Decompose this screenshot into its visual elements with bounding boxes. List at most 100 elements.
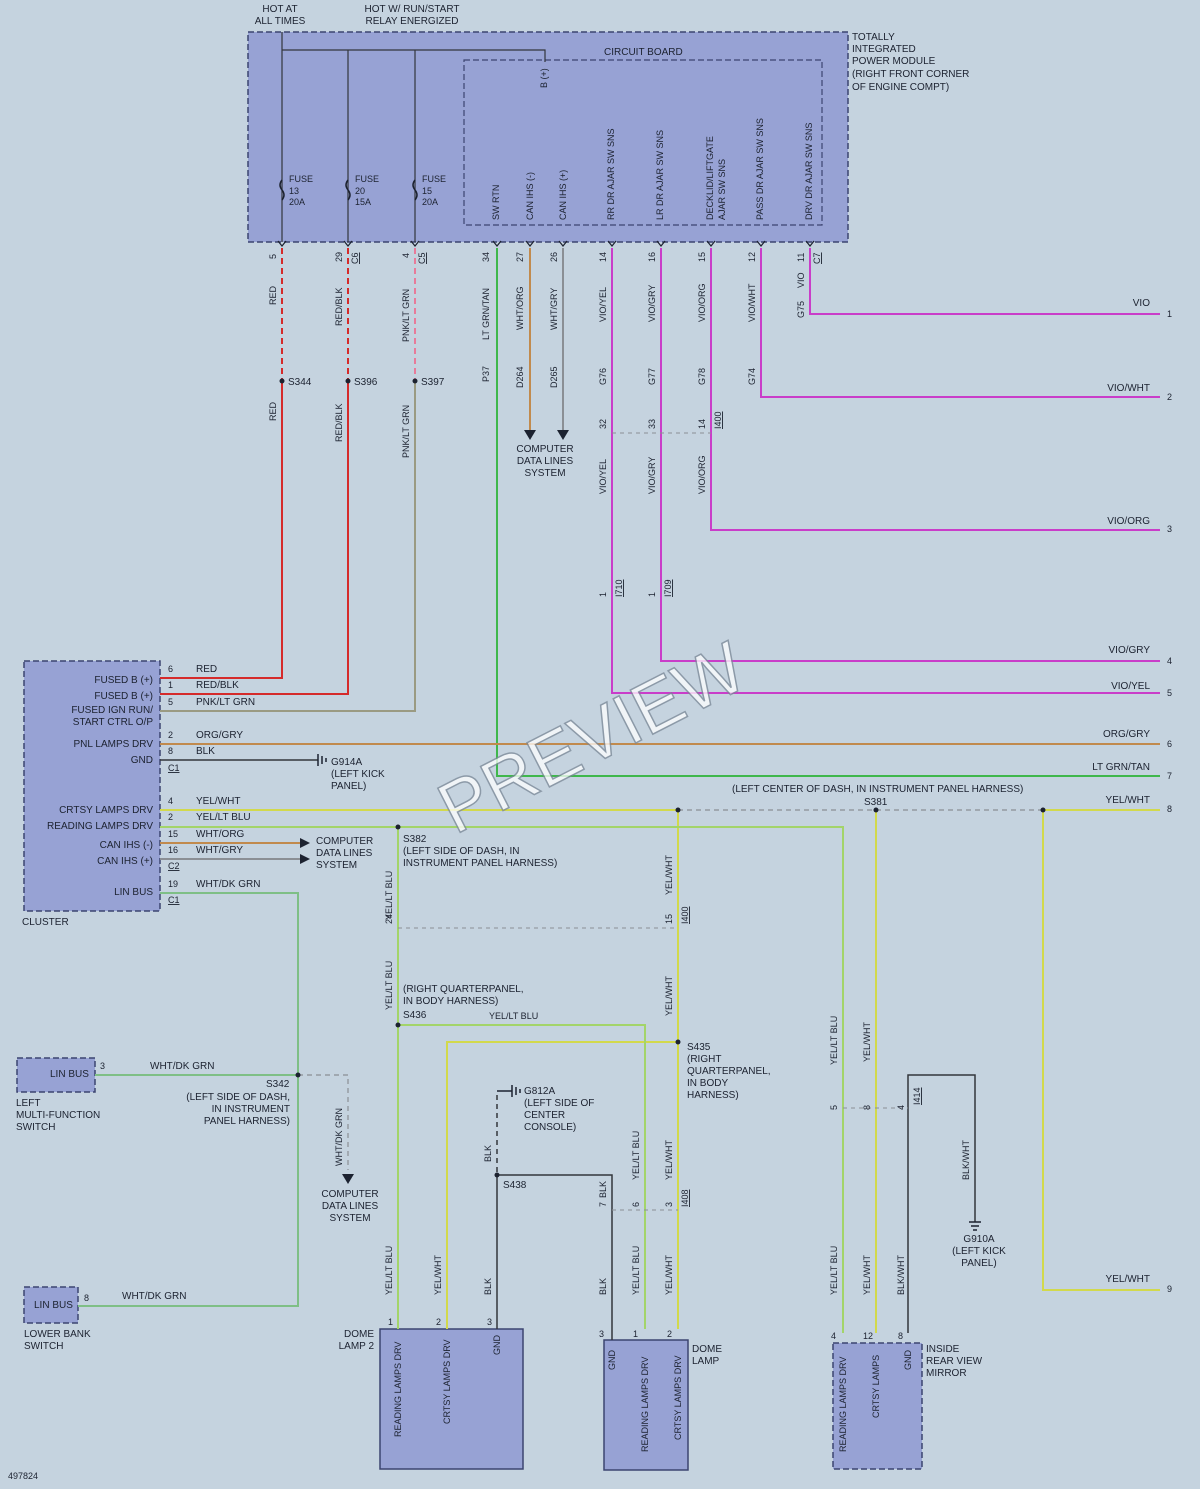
mirror-pins: 4 12 8 xyxy=(831,1331,903,1341)
svg-text:GND: GND xyxy=(492,1335,502,1356)
wires xyxy=(78,32,1160,1340)
svg-text:24: 24 xyxy=(384,914,394,924)
svg-text:S396: S396 xyxy=(354,377,378,388)
svg-text:P37: P37 xyxy=(481,366,491,382)
svg-text:4: 4 xyxy=(1167,656,1172,666)
svg-text:READING LAMPS DRV: READING LAMPS DRV xyxy=(640,1357,650,1452)
dome-lamp-2-labels: READING LAMPS DRV CRTSY LAMPS DRV GND xyxy=(393,1335,502,1438)
svg-text:CRTSY LAMPS DRV: CRTSY LAMPS DRV xyxy=(442,1339,452,1424)
svg-text:YEL/WHT: YEL/WHT xyxy=(664,1139,674,1180)
svg-text:FUSED B (+): FUSED B (+) xyxy=(94,675,153,686)
arrow-down-icon xyxy=(342,1174,354,1184)
svg-text:CRTSY LAMPS DRV: CRTSY LAMPS DRV xyxy=(59,805,153,816)
left-mf-pin: 3 xyxy=(100,1061,105,1071)
circuit-board-label: CIRCUIT BOARD xyxy=(604,47,683,58)
svg-text:VIO/YEL: VIO/YEL xyxy=(598,459,608,494)
cluster-pin-labels: FUSED B (+) FUSED B (+) FUSED IGN RUN/ S… xyxy=(47,675,153,898)
svg-text:READING LAMPS DRV: READING LAMPS DRV xyxy=(838,1357,848,1452)
svg-text:WHT/ORG: WHT/ORG xyxy=(196,829,245,840)
svg-text:VIO/GRY: VIO/GRY xyxy=(1109,645,1151,656)
svg-text:I414: I414 xyxy=(912,1087,922,1105)
svg-text:32: 32 xyxy=(598,419,608,429)
svg-text:G78: G78 xyxy=(697,368,707,385)
wire-labels-top: RED RED/BLK PNK/LT GRN LT GRN/TAN WHT/OR… xyxy=(268,272,806,494)
svg-text:14: 14 xyxy=(598,252,608,262)
svg-text:GND: GND xyxy=(903,1350,913,1371)
svg-text:5: 5 xyxy=(268,254,278,259)
svg-text:12: 12 xyxy=(863,1331,873,1341)
sense-lr-dr: LR DR AJAR SW SNS xyxy=(655,130,665,220)
fuse-icon xyxy=(279,179,285,201)
sense-sw-rtn: SW RTN xyxy=(491,185,501,220)
red-wire xyxy=(160,380,283,679)
arrow-right-icon xyxy=(300,854,310,864)
svg-text:15: 15 xyxy=(664,914,674,924)
svg-text:4: 4 xyxy=(401,253,411,258)
dome-lamp-pins: 3 1 2 xyxy=(599,1329,672,1339)
svg-text:I710: I710 xyxy=(614,579,624,597)
svg-text:15: 15 xyxy=(168,829,178,839)
svg-text:RED/BLK: RED/BLK xyxy=(334,403,344,442)
svg-text:16: 16 xyxy=(647,252,657,262)
svg-text:YEL/WHT: YEL/WHT xyxy=(664,854,674,895)
svg-text:RED: RED xyxy=(196,664,217,675)
svg-text:G77: G77 xyxy=(647,368,657,385)
arrow-right-icon xyxy=(300,838,310,848)
svg-text:C5: C5 xyxy=(417,252,427,264)
svg-text:VIO/ORG: VIO/ORG xyxy=(1107,516,1150,527)
svg-text:VIO: VIO xyxy=(1133,298,1150,309)
svg-text:8: 8 xyxy=(168,746,173,756)
svg-text:7: 7 xyxy=(598,1202,608,1207)
svg-text:YEL/LT BLU: YEL/LT BLU xyxy=(384,1246,394,1295)
svg-text:D264: D264 xyxy=(515,366,525,388)
svg-text:29: 29 xyxy=(334,252,344,262)
svg-text:S435: S435 xyxy=(687,1042,711,1053)
svg-text:27: 27 xyxy=(515,252,525,262)
arrow-down-icon xyxy=(557,430,569,440)
svg-text:BLK: BLK xyxy=(598,1181,608,1198)
svg-text:CRTSY LAMPS DRV: CRTSY LAMPS DRV xyxy=(673,1355,683,1440)
lin-bus-wire xyxy=(78,892,299,1307)
mirror-box xyxy=(832,1342,923,1470)
svg-text:2: 2 xyxy=(1167,392,1172,402)
svg-text:RED/BLK: RED/BLK xyxy=(334,287,344,326)
svg-text:GND: GND xyxy=(131,755,153,766)
svg-text:VIO/YEL: VIO/YEL xyxy=(598,287,608,322)
svg-text:12: 12 xyxy=(747,252,757,262)
svg-text:15: 15 xyxy=(697,252,707,262)
svg-text:BLK/WHT: BLK/WHT xyxy=(961,1139,971,1180)
svg-text:14: 14 xyxy=(697,419,707,429)
tipm-feed-wire xyxy=(281,32,546,242)
vio-org-wire xyxy=(710,248,1160,531)
fuse-icons xyxy=(279,179,418,201)
svg-text:YEL/LT BLU: YEL/LT BLU xyxy=(489,1011,538,1021)
vio-gry-wire xyxy=(660,248,1160,662)
svg-text:6: 6 xyxy=(1167,739,1172,749)
svg-text:YEL/WHT: YEL/WHT xyxy=(664,1254,674,1295)
svg-text:BLK: BLK xyxy=(196,746,215,757)
fuse-icon xyxy=(345,179,351,201)
svg-text:I408: I408 xyxy=(680,1189,690,1207)
svg-text:READING LAMPS DRV: READING LAMPS DRV xyxy=(47,821,153,832)
svg-text:6: 6 xyxy=(168,664,173,674)
svg-text:3: 3 xyxy=(1167,524,1172,534)
hot-run-l2: RELAY ENERGIZED xyxy=(366,16,459,27)
yel-lt-blu-s436-wire xyxy=(398,1024,646,1329)
ground-icons xyxy=(317,754,981,1231)
svg-text:2: 2 xyxy=(168,730,173,740)
svg-text:34: 34 xyxy=(481,252,491,262)
dome-lamp-labels: GND READING LAMPS DRV CRTSY LAMPS DRV xyxy=(607,1350,683,1453)
svg-text:C1: C1 xyxy=(168,763,180,773)
svg-text:BLK: BLK xyxy=(598,1278,608,1295)
svg-text:ORG/GRY: ORG/GRY xyxy=(196,730,243,741)
svg-text:S342: S342 xyxy=(266,1079,290,1090)
